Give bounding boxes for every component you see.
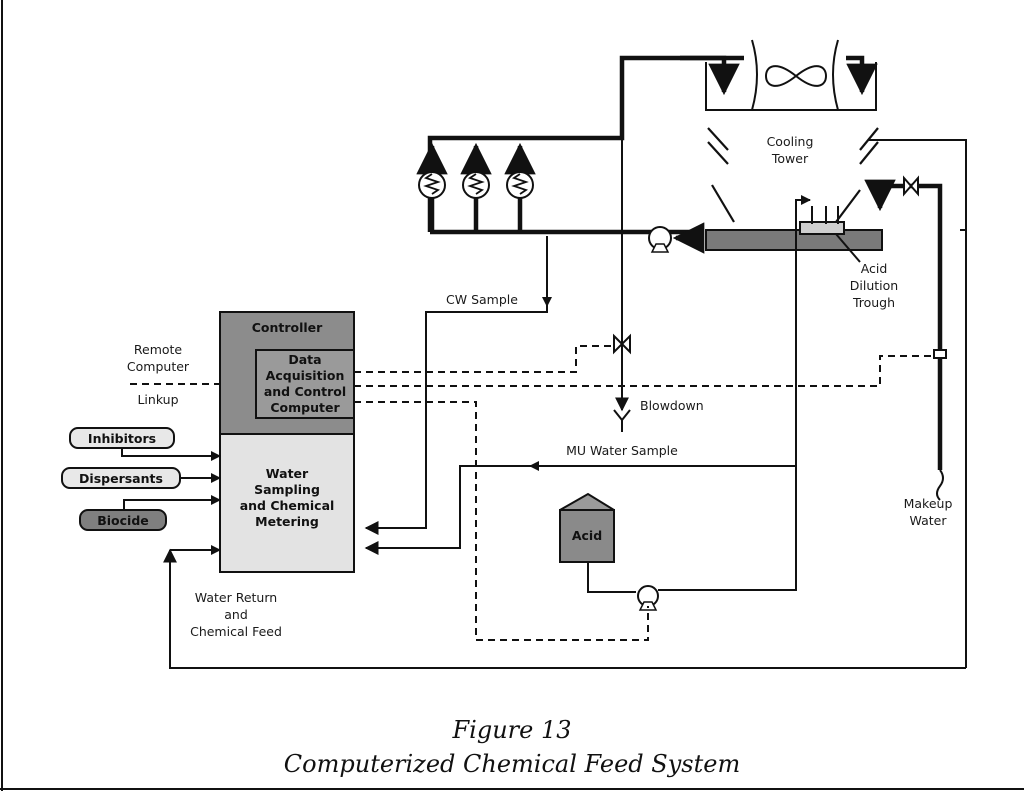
daq-label-4: Computer — [270, 400, 340, 415]
return-label-1: Water Return — [195, 590, 277, 605]
biocide-label: Biocide — [97, 513, 149, 528]
sampling-label-1: Water — [266, 466, 309, 481]
heat-exchanger-icon — [504, 142, 536, 232]
return-label-3: Chemical Feed — [190, 624, 282, 639]
valve-icon — [613, 333, 631, 355]
flow-meter-icon — [933, 349, 947, 359]
linkup-label: Linkup — [137, 392, 178, 407]
acid-label: Acid — [572, 528, 602, 543]
pump-icon — [637, 585, 659, 611]
remote-label-2: Computer — [127, 359, 190, 374]
mu-water-sample-line: MU Water Sample — [364, 443, 796, 555]
dispersants-label: Dispersants — [79, 471, 163, 486]
data-acquisition-computer — [255, 349, 355, 419]
mu-sample-label: MU Water Sample — [566, 443, 678, 458]
figure-title: Computerized Chemical Feed System — [284, 750, 740, 778]
cw-sample-label: CW Sample — [446, 292, 518, 307]
sampling-label-3: and Chemical — [240, 498, 335, 513]
heat-exchangers — [416, 142, 690, 235]
return-label-2: and — [224, 607, 248, 622]
signal-acid-pump — [354, 401, 649, 641]
sampling-label-4: Metering — [255, 514, 319, 529]
signal-blowdown-valve — [354, 345, 614, 373]
sampling-label-2: Sampling — [254, 482, 320, 497]
daq-label-3: and Control — [264, 384, 346, 399]
makeup-label-1: Makeup — [904, 496, 953, 511]
cooling-tower-label-1: Cooling — [767, 134, 814, 149]
acid-label-3: Trough — [852, 295, 895, 310]
inhibitors-label: Inhibitors — [88, 431, 156, 446]
remote-label-1: Remote — [134, 342, 183, 357]
daq-label-1: Data — [288, 352, 321, 367]
tower-basin — [705, 229, 883, 251]
biocide-drum: Biocide — [79, 495, 221, 531]
cooling-tower-label-2: Tower — [771, 151, 809, 166]
controller: Controller Data Acquisition and Control … — [219, 311, 355, 435]
figure-number: Figure 13 — [452, 716, 572, 744]
fan-icon — [764, 65, 828, 87]
cooling-tower: Cooling Tower — [680, 39, 879, 223]
acid-label-2: Dilution — [850, 278, 898, 293]
acid-feed-line — [658, 195, 811, 591]
acid-dilution-trough: Acid Dilution Trough — [799, 206, 898, 310]
makeup-water-line: Makeup Water — [864, 175, 953, 528]
cw-sample-line: CW Sample — [364, 236, 552, 535]
daq-label-2: Acquisition — [266, 368, 345, 383]
heat-exchanger-icon — [460, 142, 492, 232]
valve-icon — [903, 175, 919, 197]
blowdown-label: Blowdown — [640, 398, 704, 413]
pump-icon — [648, 222, 705, 254]
makeup-label-2: Water — [910, 513, 948, 528]
inhibitors-drum: Inhibitors — [69, 427, 221, 461]
blowdown-line: Blowdown — [613, 138, 704, 432]
water-return-line — [163, 548, 966, 669]
heat-exchanger-icon — [416, 142, 448, 232]
acid-tank: Acid — [559, 492, 615, 563]
dispersants-drum: Dispersants — [61, 467, 221, 489]
signal-makeup-meter — [354, 355, 934, 387]
water-sampling-metering: Water Sampling and Chemical Metering — [219, 433, 355, 573]
controller-label: Controller — [252, 320, 323, 335]
acid-label-1: Acid — [861, 261, 888, 276]
return-riser — [868, 139, 967, 668]
